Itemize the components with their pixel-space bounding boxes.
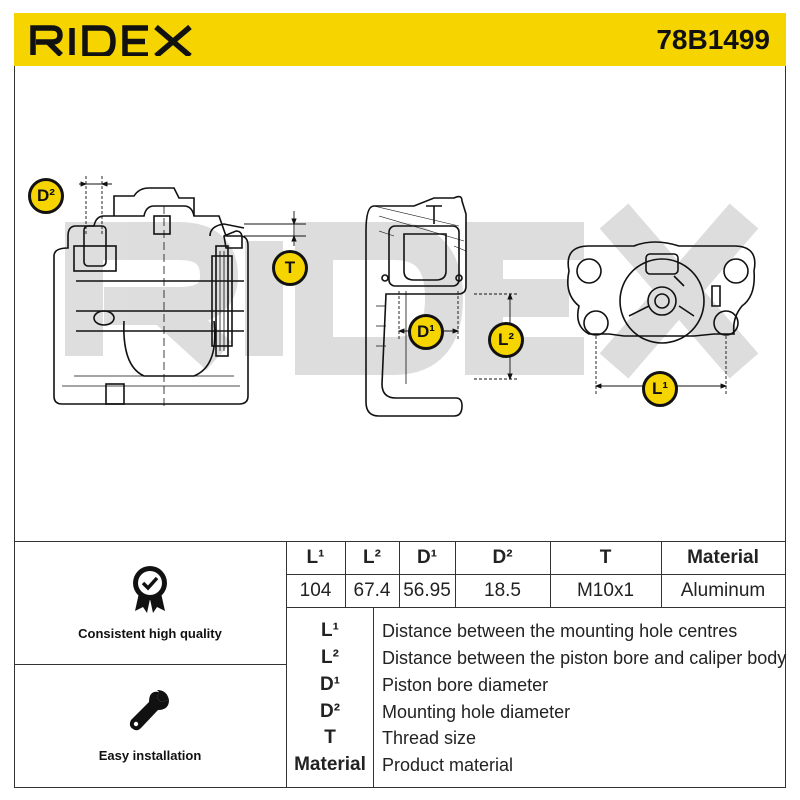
- legend-description: Distance between the mounting hole centr…: [382, 621, 738, 641]
- part-number: 78B1499: [656, 24, 770, 55]
- value-d2: 18.5: [484, 579, 521, 601]
- badge-d2: D²: [28, 178, 64, 214]
- ridex-logo-icon: [30, 24, 192, 59]
- frame-right: [785, 66, 786, 788]
- caliper-rear-view: [566, 241, 756, 344]
- legend-symbol: Material: [294, 754, 366, 775]
- d2-dimension: [79, 176, 112, 236]
- feature-label-quality: Consistent high quality: [78, 626, 222, 641]
- legend-description: Thread size: [382, 728, 477, 748]
- legend-description: Product material: [382, 755, 514, 775]
- wrench-icon: [127, 688, 171, 737]
- header-l1: L¹: [306, 546, 325, 568]
- caliper-front-view: [53, 187, 249, 406]
- divider-panel: [286, 541, 287, 787]
- table-col-divider: [661, 541, 662, 607]
- table-col-divider: [399, 541, 400, 607]
- badge-l2: L²: [488, 322, 524, 358]
- brand-logo: [30, 24, 195, 61]
- value-l2: 67.4: [353, 579, 391, 601]
- legend-symbol: L²: [321, 647, 339, 668]
- legend-description: Piston bore diameter: [382, 675, 549, 695]
- table-col-divider: [550, 541, 551, 607]
- legend-symbol: D¹: [319, 674, 341, 695]
- caliper-section-view: [365, 195, 467, 417]
- legend-symbol: D²: [319, 701, 341, 722]
- badge-d1: D¹: [408, 314, 444, 350]
- header-t: T: [599, 546, 612, 568]
- frame-left: [14, 66, 15, 788]
- t-dimension: [244, 211, 306, 246]
- quality-badge-icon: [131, 565, 169, 618]
- legend-description: Distance between the piston bore and cal…: [382, 648, 787, 668]
- header-material: Material: [687, 546, 759, 568]
- legend-description: Mounting hole diameter: [382, 702, 571, 722]
- table-col-divider: [455, 541, 456, 607]
- table-col-divider: [345, 541, 346, 607]
- header-d2: D²: [492, 546, 513, 568]
- header-d1: D¹: [416, 546, 438, 568]
- badge-l1: L¹: [642, 371, 678, 407]
- feature-label-installation: Easy installation: [98, 748, 202, 763]
- value-t: M10x1: [576, 579, 635, 601]
- divider-features: [14, 664, 286, 665]
- legend-symbol: L¹: [321, 620, 339, 641]
- value-l1: 104: [299, 579, 332, 601]
- caliper-drawing: [53, 176, 759, 417]
- badge-t: T: [272, 250, 308, 286]
- table-row-divider: [286, 574, 786, 575]
- table-bottom: [286, 607, 786, 608]
- divider-main: [14, 541, 786, 542]
- value-d1: 56.95: [403, 579, 451, 601]
- legend-symbol: T: [324, 727, 336, 748]
- legend-col-divider: [373, 607, 374, 787]
- header-l2: L²: [363, 546, 381, 568]
- technical-drawing: D² T D¹ L² L¹: [14, 66, 786, 541]
- frame-bottom: [14, 787, 786, 788]
- value-material: Aluminum: [680, 579, 766, 601]
